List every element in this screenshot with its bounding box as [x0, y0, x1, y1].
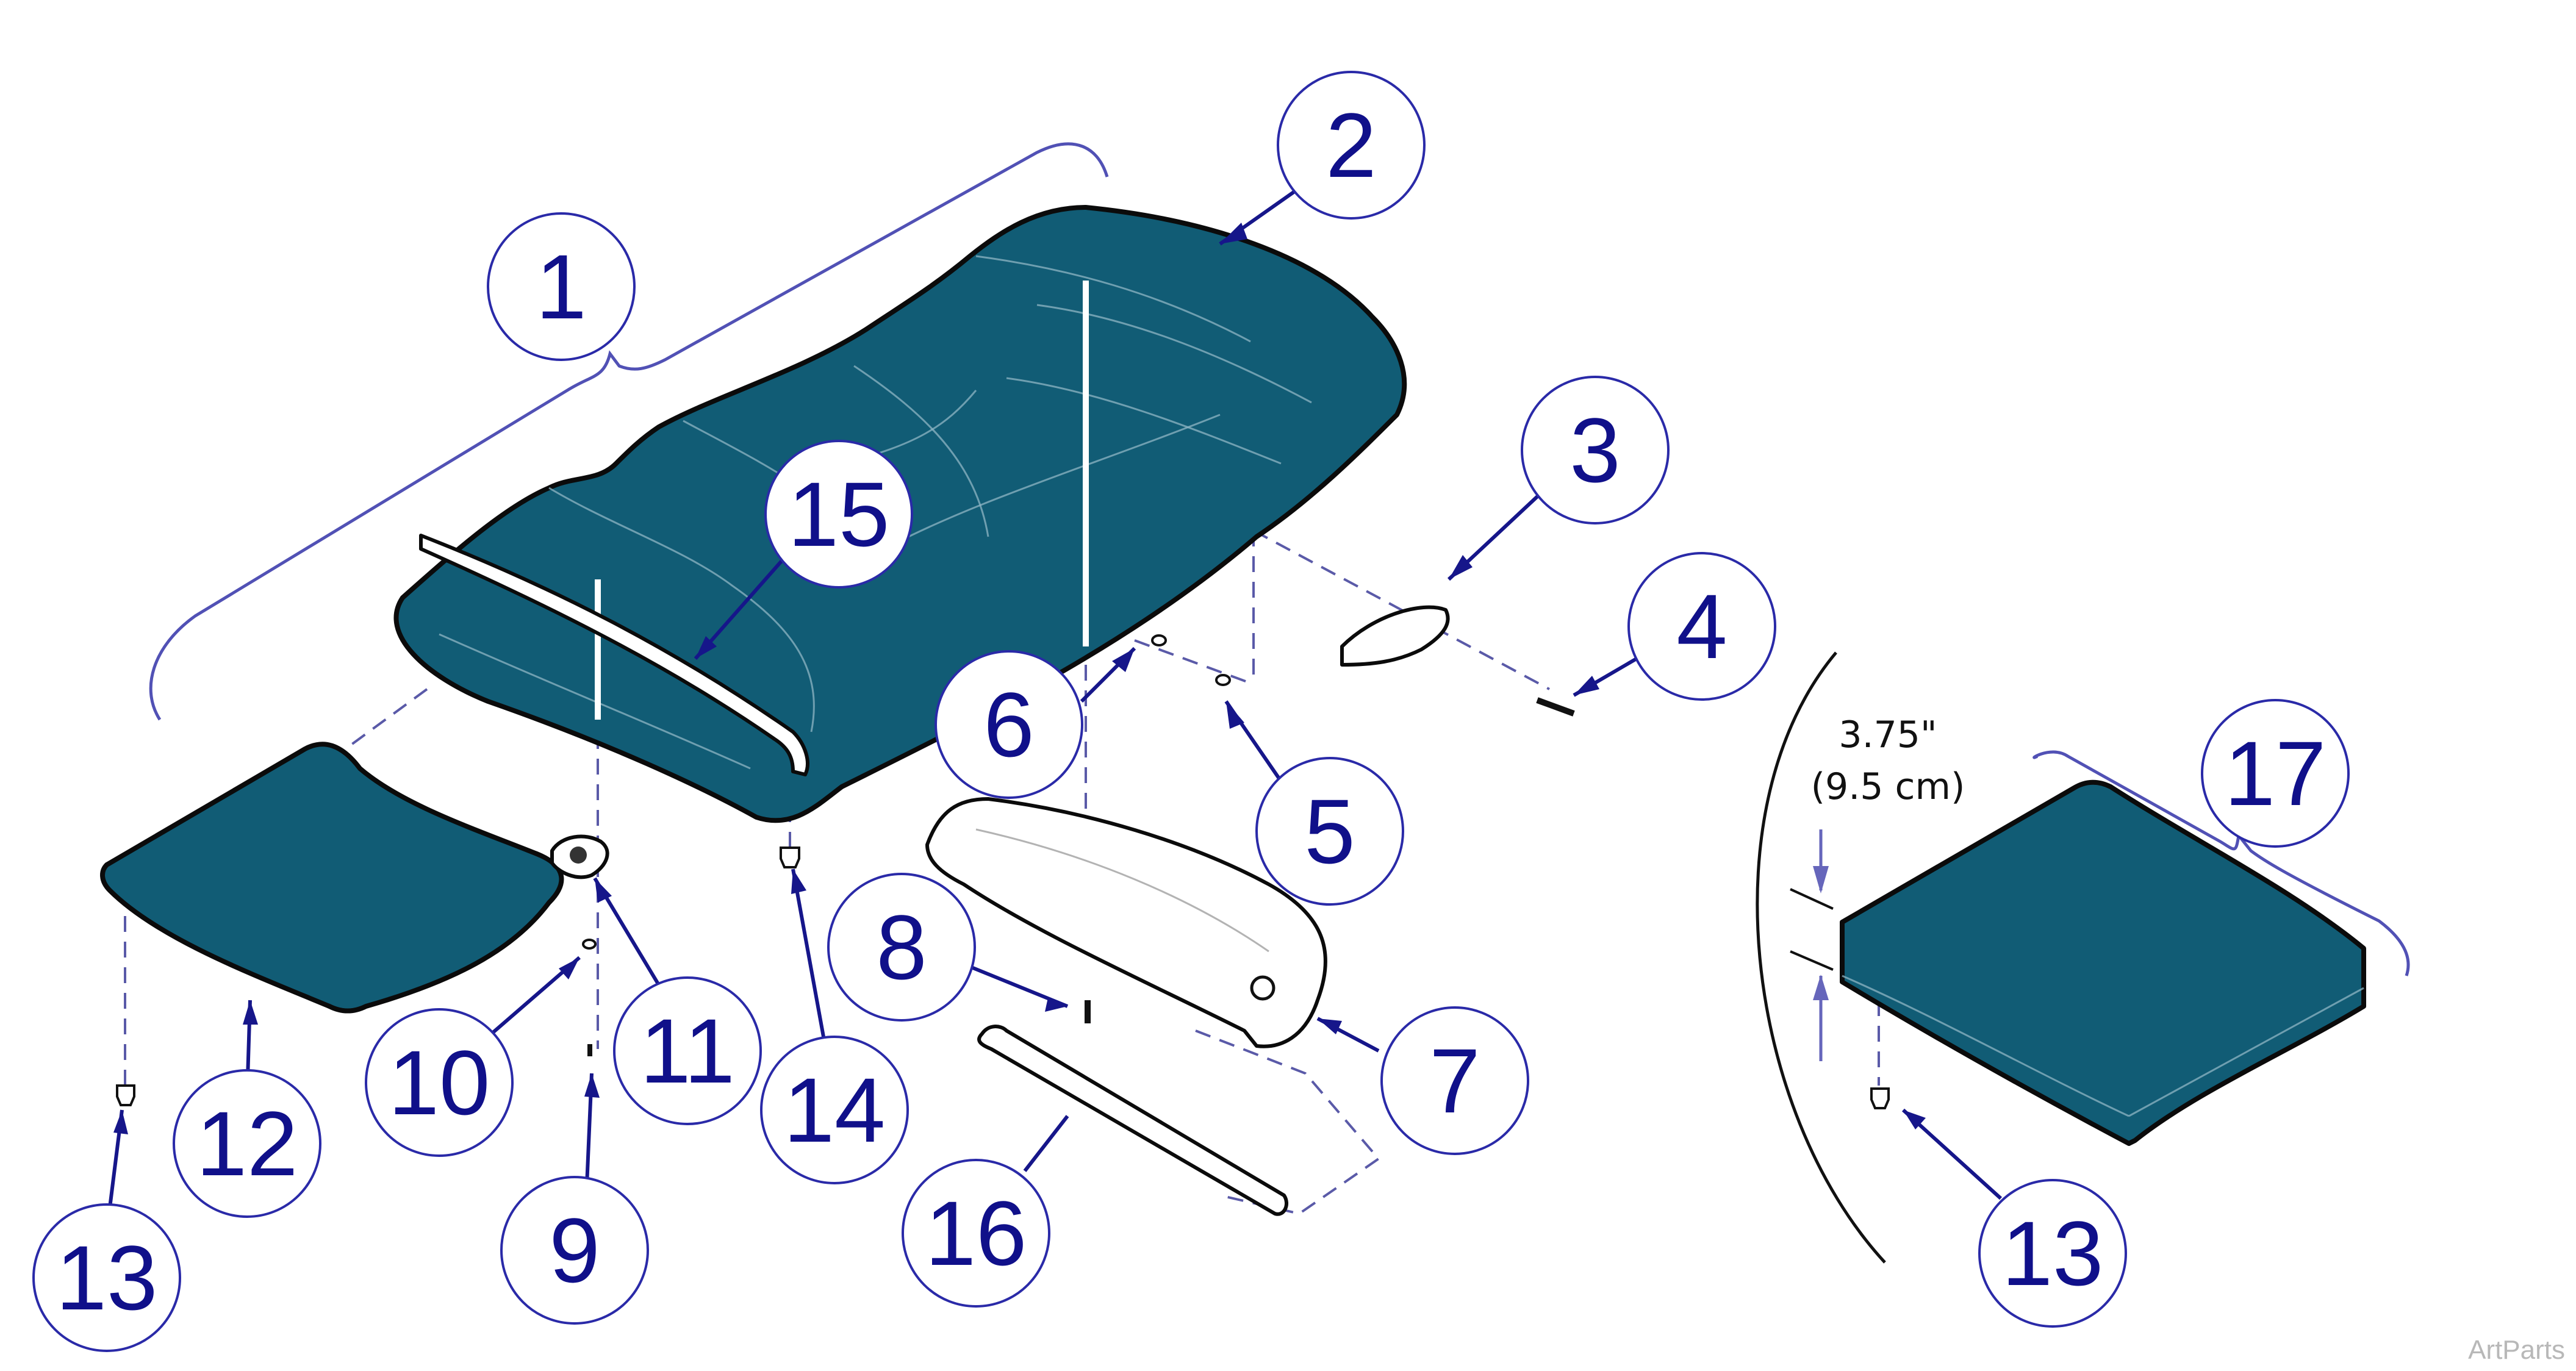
callout-11-label: 11: [640, 1000, 735, 1102]
trim-strip: [419, 534, 809, 776]
cover-clip: [1340, 605, 1450, 667]
callout-13-right-label: 13: [2002, 1202, 2104, 1305]
watermark: ArtParts: [2468, 1335, 2565, 1365]
group-brackets: [149, 142, 2410, 976]
callout-8-label: 8: [876, 896, 927, 998]
callout-5-label: 5: [1304, 780, 1355, 882]
callout-17: 17: [2201, 699, 2350, 848]
callout-12-label: 12: [196, 1092, 298, 1195]
plug-part-right: [1870, 1087, 1890, 1109]
callout-4: 4: [1627, 552, 1776, 701]
callout-13-left-label: 13: [56, 1226, 158, 1329]
callout-17-label: 17: [2225, 722, 2327, 825]
callout-5: 5: [1255, 757, 1404, 906]
callout-2-label: 2: [1326, 94, 1376, 196]
callout-9: 9: [500, 1176, 649, 1325]
callout-2: 2: [1277, 71, 1426, 220]
latch-plate: [550, 834, 609, 879]
callout-11: 11: [613, 976, 762, 1125]
callout-9-label: 9: [549, 1199, 600, 1301]
callout-6: 6: [935, 650, 1083, 799]
extension-cushion: [1840, 779, 2366, 1146]
callout-1-label: 1: [536, 235, 586, 338]
callout-7-label: 7: [1429, 1029, 1480, 1132]
washer-part: [582, 939, 597, 950]
dimension-marks: [1790, 829, 1834, 1061]
callout-3: 3: [1521, 376, 1670, 524]
callout-15: 15: [764, 440, 913, 589]
callout-13-right: 13: [1978, 1179, 2127, 1328]
callout-3-label: 3: [1570, 399, 1620, 501]
callout-10-label: 10: [389, 1031, 490, 1134]
plug-part-left: [116, 1084, 135, 1106]
dimension-imperial: 3.75": [1839, 714, 1937, 756]
callout-16-label: 16: [925, 1182, 1027, 1284]
foot-pad: [100, 742, 564, 1014]
bolt-part: [1536, 697, 1575, 717]
callout-1: 1: [487, 212, 636, 361]
callout-6-label: 6: [983, 673, 1034, 776]
callout-15-label: 15: [788, 463, 890, 565]
pin-part: [1151, 634, 1167, 646]
callout-10: 10: [365, 1008, 514, 1157]
mount-screw-part: [1085, 1000, 1091, 1023]
assembly-lines: [124, 281, 1880, 1215]
callout-13-left: 13: [32, 1203, 181, 1352]
leader-lines: [108, 184, 2003, 1214]
callout-7: 7: [1380, 1006, 1529, 1155]
callout-16: 16: [902, 1159, 1050, 1308]
callouts: 1 2 3 4 5 6 7 8 9 10 11 12 13 14 15 16 1…: [32, 71, 2350, 1352]
base-housing: [925, 797, 1327, 1048]
callout-14-label: 14: [784, 1059, 886, 1161]
dimension-metric: (9.5 cm): [1811, 765, 1965, 808]
plug-part: [780, 847, 800, 868]
callout-12: 12: [173, 1069, 321, 1218]
callout-8: 8: [827, 873, 976, 1022]
detail-arc: [1756, 651, 1886, 1264]
callout-14: 14: [760, 1036, 909, 1184]
spacer-part: [1215, 674, 1231, 686]
small-screw-part: [587, 1044, 592, 1056]
support-rod: [977, 1025, 1288, 1216]
callout-4-label: 4: [1676, 575, 1727, 678]
